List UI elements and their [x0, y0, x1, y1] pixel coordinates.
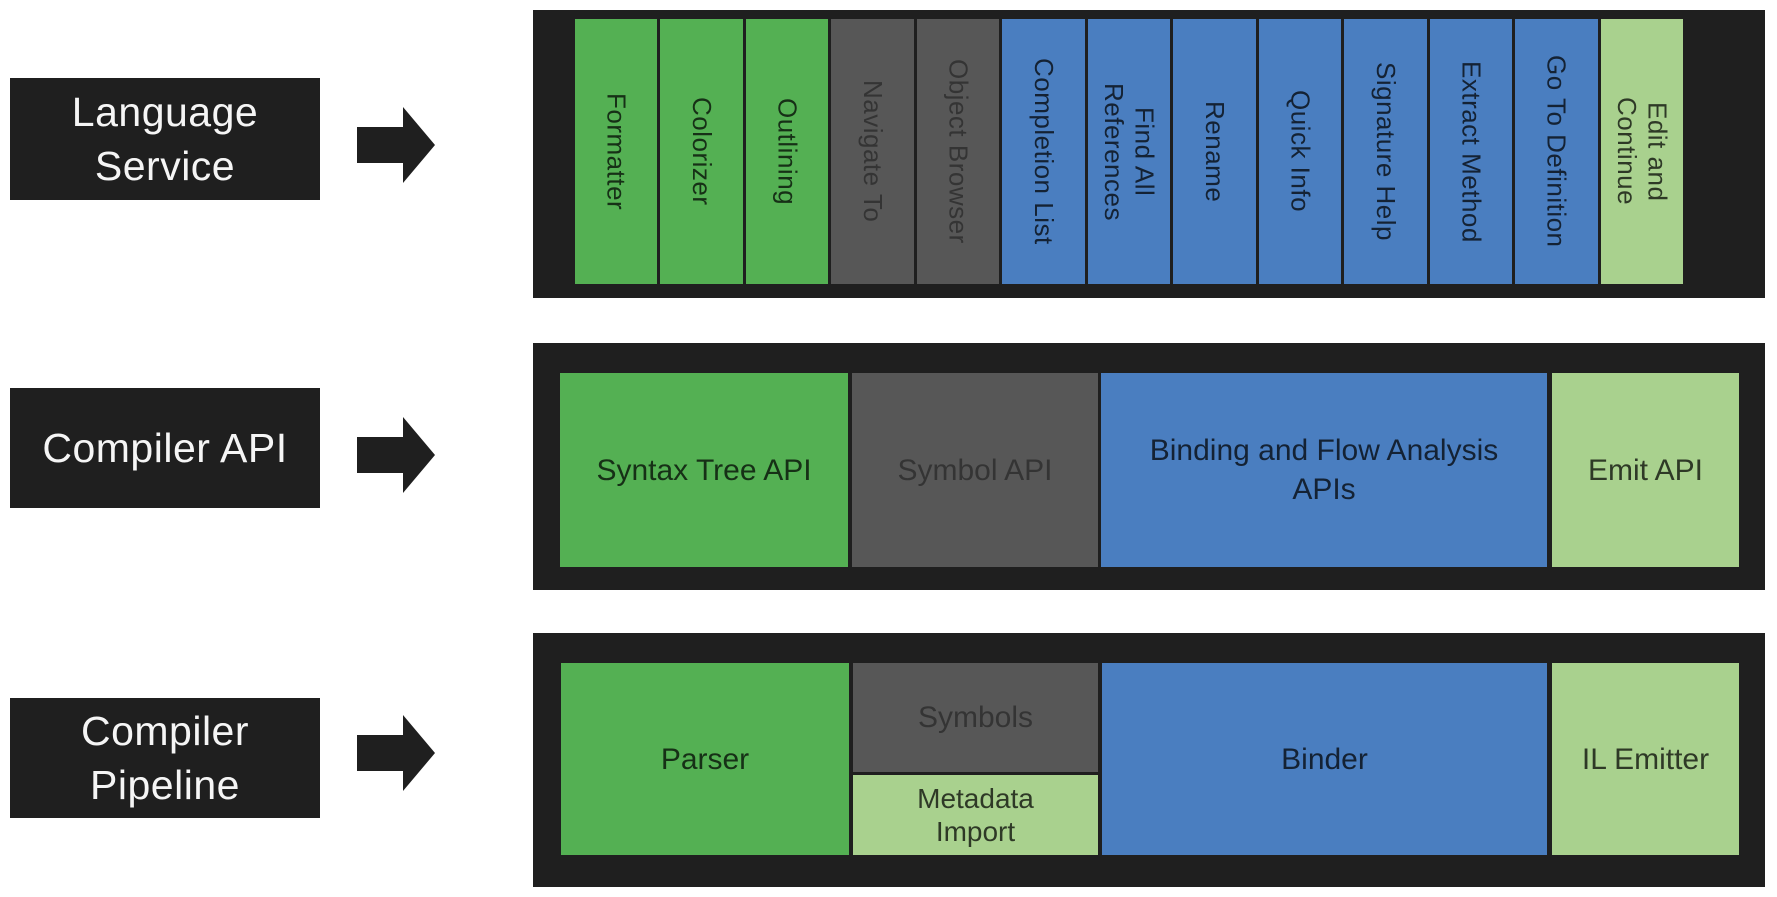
- block-parser: Parser: [561, 663, 849, 855]
- arrow-head: [403, 715, 435, 791]
- language-service-container: Formatter Colorizer Outlining Navigate T…: [533, 10, 1765, 298]
- block-rename: Rename: [1173, 19, 1256, 284]
- block-binder: Binder: [1102, 663, 1547, 855]
- block-symbol-api: Symbol API: [852, 373, 1098, 567]
- block-find-all-references: Find All References: [1087, 19, 1171, 284]
- arrow-head: [403, 107, 435, 183]
- arrow-stem: [357, 127, 403, 163]
- arrow-stem: [357, 735, 403, 771]
- block-completion-list: Completion List: [1002, 19, 1085, 284]
- block-go-to-definition: Go To Definition: [1515, 19, 1598, 284]
- block-binding-flow-analysis-apis: Binding and Flow Analysis APIs: [1101, 373, 1547, 567]
- compiler-api-label: Compiler API: [10, 388, 320, 508]
- language-service-label-text: Language Service: [71, 88, 259, 189]
- block-emit-api: Emit API: [1552, 373, 1739, 567]
- language-service-label: Language Service: [10, 78, 320, 200]
- compiler-api-container: Syntax Tree API Symbol API Binding and F…: [533, 343, 1765, 590]
- arrow-head: [403, 417, 435, 493]
- compiler-pipeline-label: Compiler Pipeline: [10, 698, 320, 818]
- compiler-pipeline-container: Parser Symbols Metadata Import Binder IL…: [533, 633, 1765, 887]
- block-object-browser: Object Browser: [916, 19, 1000, 284]
- arrow-stem: [357, 437, 403, 473]
- compiler-pipeline-label-text: Compiler Pipeline: [80, 707, 250, 808]
- block-symbols: Symbols: [853, 663, 1098, 772]
- block-outlining: Outlining: [745, 19, 829, 284]
- arrow-icon-compiler-pipeline: [357, 715, 435, 791]
- language-service-blocks: Formatter Colorizer Outlining Navigate T…: [575, 19, 1684, 284]
- block-navigate-to: Navigate To: [831, 19, 914, 284]
- block-quick-info: Quick Info: [1258, 19, 1342, 284]
- compiler-api-label-text: Compiler API: [42, 424, 288, 471]
- arrow-icon-language-service: [357, 107, 435, 183]
- block-syntax-tree-api: Syntax Tree API: [560, 373, 848, 567]
- block-formatter: Formatter: [575, 19, 658, 284]
- block-edit-and-continue: Edit and Continue: [1600, 19, 1684, 284]
- block-extract-method: Extract Method: [1429, 19, 1513, 284]
- block-colorizer: Colorizer: [660, 19, 743, 284]
- block-metadata-import: Metadata Import: [853, 775, 1098, 855]
- block-il-emitter: IL Emitter: [1552, 663, 1739, 855]
- arrow-icon-compiler-api: [357, 417, 435, 493]
- block-signature-help: Signature Help: [1344, 19, 1427, 284]
